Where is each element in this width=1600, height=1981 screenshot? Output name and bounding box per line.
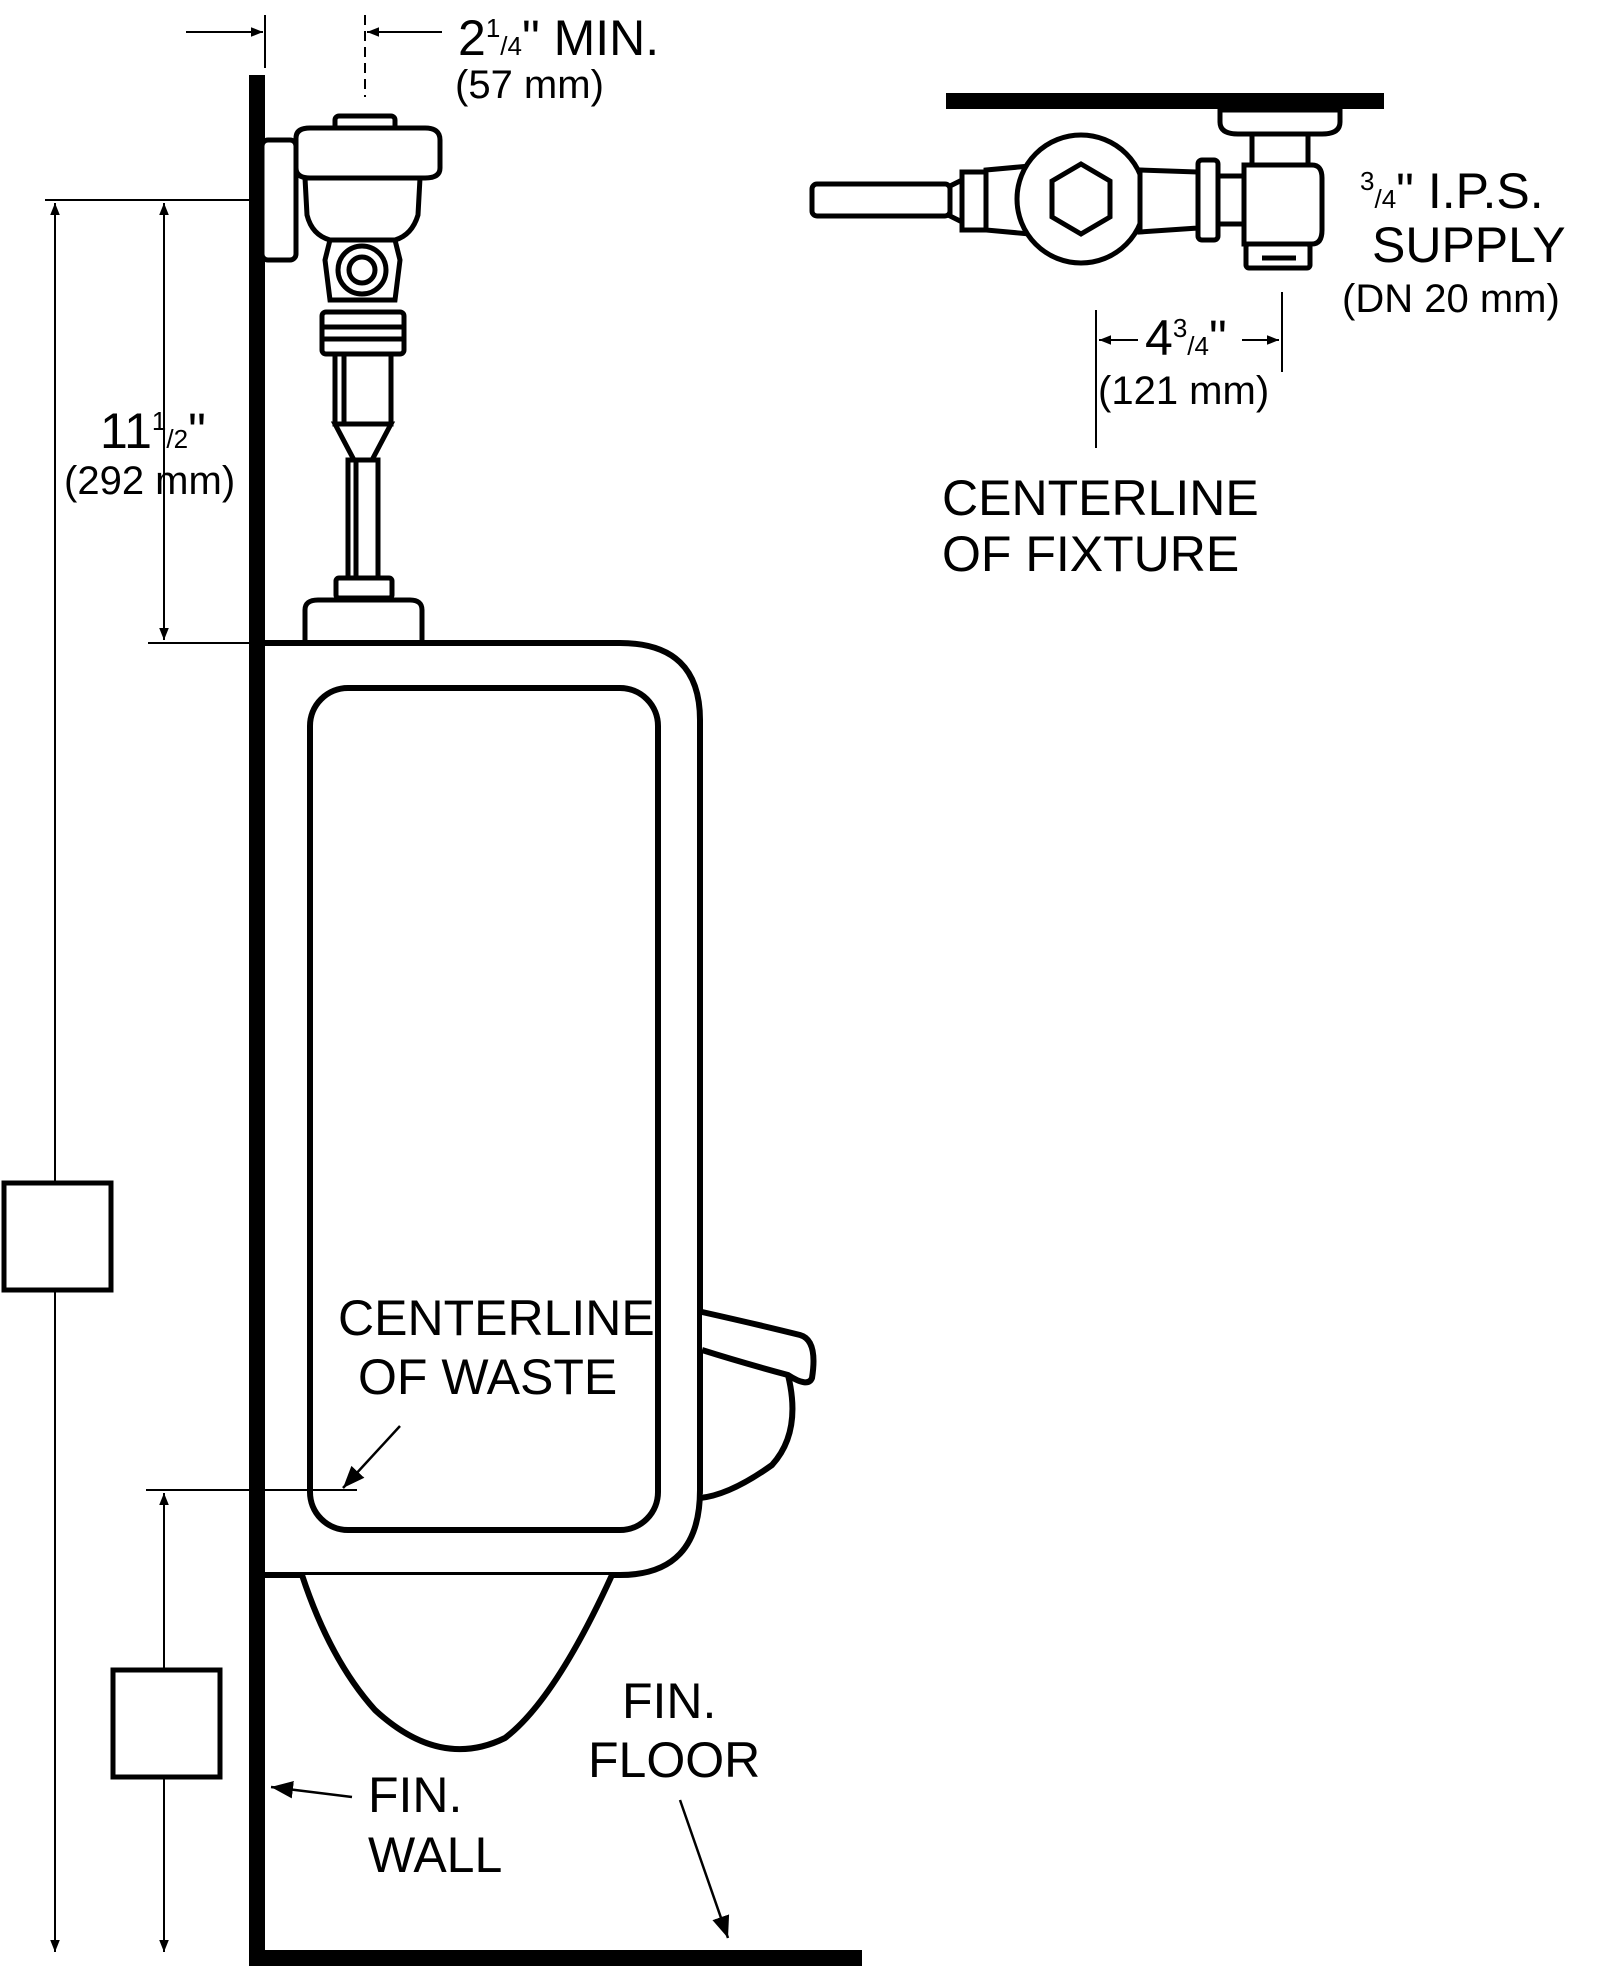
min-offset-label: 21/4" MIN. xyxy=(458,10,659,66)
height-label: 111/2" xyxy=(100,403,206,459)
supply-detail xyxy=(809,93,1384,271)
fin-floor-line1: FIN. xyxy=(622,1673,716,1729)
height-metric: (292 mm) xyxy=(64,459,235,503)
break-box-lower xyxy=(110,1667,223,1780)
flush-valve xyxy=(259,113,443,646)
supply-offset-metric: (121 mm) xyxy=(1098,369,1269,413)
dimension-break-boxes xyxy=(1,1180,223,1780)
supply-metric: (DN 20 mm) xyxy=(1342,277,1560,321)
urinal xyxy=(265,640,817,1753)
centerline-fixture-line2: OF FIXTURE xyxy=(942,526,1239,582)
fin-wall-line1: FIN. xyxy=(368,1767,462,1823)
supply-size-label: 3/4" I.P.S. xyxy=(1360,163,1544,219)
centerline-fixture-line1: CENTERLINE xyxy=(942,470,1259,526)
centerline-waste-line2: OF WASTE xyxy=(358,1349,617,1405)
supply-offset-label: 43/4" xyxy=(1145,310,1227,366)
break-box-upper xyxy=(1,1180,114,1293)
supply-label: SUPPLY xyxy=(1372,217,1566,273)
centerline-waste-line1: CENTERLINE xyxy=(338,1290,655,1346)
fin-floor-line2: FLOOR xyxy=(588,1732,760,1788)
fin-wall-line2: WALL xyxy=(368,1827,502,1883)
min-offset-metric: (57 mm) xyxy=(455,63,604,107)
